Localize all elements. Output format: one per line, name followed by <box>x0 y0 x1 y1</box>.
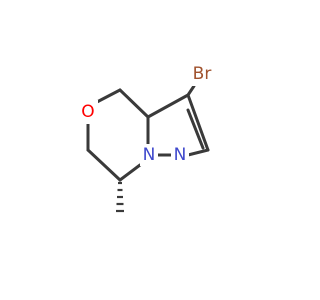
bonds <box>86 84 210 213</box>
atom-label-n-bridge: N <box>143 145 156 165</box>
bond-c3a-c4 <box>118 88 150 119</box>
bond-c7-nbridge <box>118 163 142 182</box>
atom-label-n-ring: N <box>174 145 187 165</box>
atom-labels: Br O N N <box>78 62 220 166</box>
bond-c3-c2-double-inner <box>186 108 205 150</box>
bond-c2-n1 <box>186 148 210 157</box>
label-bg-br <box>184 62 220 86</box>
label-bg-n-ring <box>171 144 189 166</box>
bond-c3-c2 <box>186 93 210 152</box>
bond-c6-c7 <box>86 148 122 182</box>
label-bg-o <box>78 100 98 124</box>
label-bg-n-bridge <box>140 144 158 166</box>
bond-c3-c3a <box>146 93 190 119</box>
bond-c4-o <box>93 88 122 105</box>
atom-label-br: Br <box>193 64 212 84</box>
bond-c3-br <box>186 84 196 97</box>
bond-c7-methyl-hashed <box>116 181 124 213</box>
atom-label-o: O <box>81 102 94 122</box>
molecule-structure-diagram: Br O N N <box>78 62 220 213</box>
